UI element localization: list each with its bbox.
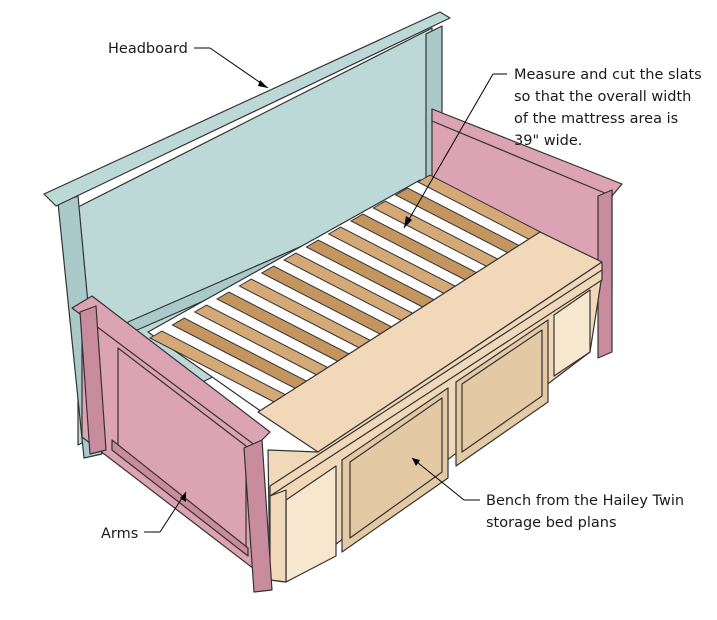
slats-note-line-3: of the mattress area is [514,111,678,127]
slats-note-line-4: 39" wide. [514,133,582,149]
bench-drawer-right [455,319,549,467]
bench-left-leg [269,489,287,583]
bench [257,231,603,583]
bench-note-line-2: storage bed plans [486,515,617,531]
left-arm [71,295,273,593]
headboard-arrowhead [258,80,268,88]
bench-arrowhead [412,458,420,466]
left-arm-top-cap [71,295,271,447]
slats-note: Measure and cut the slats so that the ov… [514,67,706,149]
headboard-label: Headboard [108,41,188,57]
leader-lines [144,47,507,533]
headboard-leader-arrow [209,47,269,89]
left-arm-back-post [79,305,107,455]
bench-leader-arrow [411,457,465,501]
arms-arrowhead [180,492,186,502]
left-arm-front-post [243,439,273,593]
slats-note-line-2: so that the overall width [514,89,691,105]
slats-leader-arrow [403,73,494,229]
headboard-top-cap [43,11,451,207]
bench-drawer-right-inset [461,329,543,453]
bench-note-line-1: Bench from the Hailey Twin [486,493,684,509]
bench-middle-rail [269,269,603,497]
bench-drawer-left [341,387,449,553]
slats-arrowhead [404,216,412,228]
bench-note: Bench from the Hailey Twin storage bed p… [486,493,689,531]
arms-label: Arms [101,526,138,542]
bench-right-shelf [553,289,591,377]
bench-drawer-left-inset [349,397,443,539]
slats-note-line-1: Measure and cut the slats [514,67,702,83]
